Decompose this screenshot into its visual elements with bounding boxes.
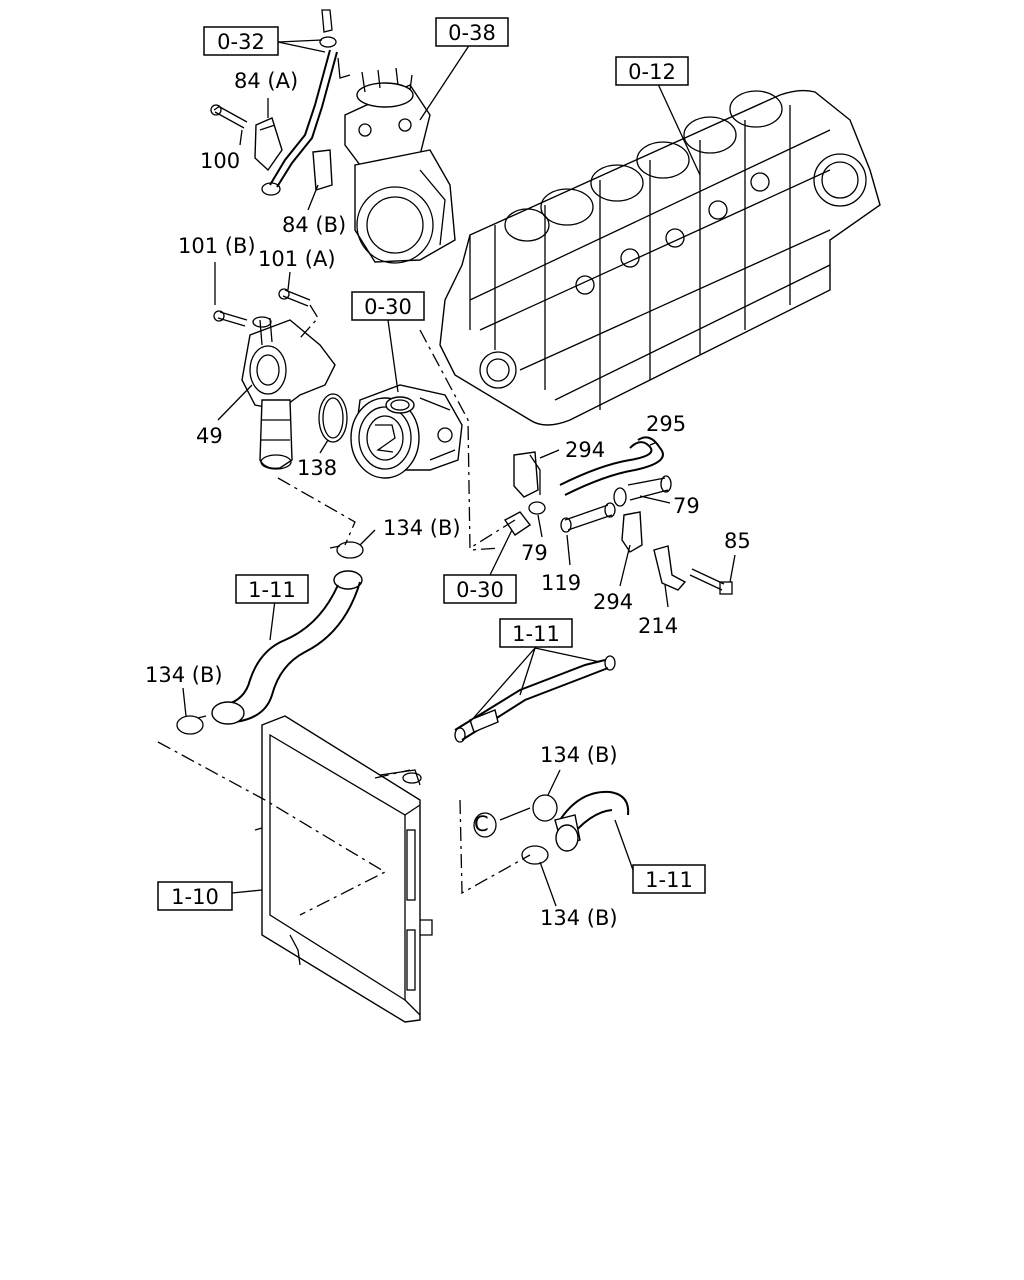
- part-label-294-lower: 294: [593, 590, 633, 614]
- part-label-294-upper: 294: [565, 438, 605, 462]
- ref-box-label: 0-30: [456, 578, 504, 602]
- ref-box-label: 1-11: [512, 622, 560, 646]
- ref-box-0-30-bypass: 0-30: [443, 574, 517, 604]
- part-label-79-left: 79: [521, 541, 548, 565]
- water-outlet-drawing: [213, 288, 336, 470]
- ref-box-0-30-pump: 0-30: [351, 291, 425, 321]
- part-label-100: 100: [200, 149, 240, 173]
- ref-box-1-11-pipe: 1-11: [499, 618, 573, 648]
- ref-box-label: 0-12: [628, 60, 676, 84]
- leader-lines: [157, 39, 736, 916]
- radiator-hoses-drawing: [176, 541, 630, 865]
- ref-box-label: 0-38: [448, 21, 496, 45]
- part-label-295: 295: [646, 412, 686, 436]
- part-label-79-right: 79: [673, 494, 700, 518]
- compressor-pipe-drawing: [261, 9, 351, 196]
- part-label-134b-lower-bottom: 134 (B): [540, 906, 618, 930]
- water-pump-drawing: [350, 384, 463, 479]
- o-ring-138-drawing: [318, 393, 348, 443]
- part-label-101a: 101 (A): [258, 247, 336, 271]
- ref-box-label: 1-11: [645, 868, 693, 892]
- part-label-138: 138: [297, 456, 337, 480]
- part-label-119: 119: [541, 571, 581, 595]
- pipe-clamps-drawing: [210, 104, 333, 191]
- air-compressor-drawing: [344, 67, 456, 264]
- ref-box-1-11-lower: 1-11: [632, 864, 706, 894]
- ref-box-1-11-upper: 1-11: [235, 574, 309, 604]
- ref-box-0-12: 0-12: [615, 56, 689, 86]
- ref-box-0-38: 0-38: [435, 17, 509, 47]
- part-label-84b: 84 (B): [282, 213, 346, 237]
- part-label-134b-pump: 134 (B): [383, 516, 461, 540]
- part-label-49: 49: [196, 424, 223, 448]
- ref-box-label: 1-11: [248, 578, 296, 602]
- ref-box-label: 0-30: [364, 295, 412, 319]
- cylinder-block-drawing: [439, 89, 881, 426]
- part-label-134b-inlet: 134 (B): [145, 663, 223, 687]
- ref-box-label: 0-32: [217, 30, 265, 54]
- ref-box-0-32: 0-32: [203, 26, 279, 56]
- part-label-101b: 101 (B): [178, 234, 256, 258]
- part-label-85: 85: [724, 529, 751, 553]
- bypass-parts-drawing: [419, 329, 733, 595]
- ref-box-1-10: 1-10: [157, 881, 233, 911]
- part-label-134b-lower-top: 134 (B): [540, 743, 618, 767]
- part-label-84a: 84 (A): [234, 69, 298, 93]
- part-label-214: 214: [638, 614, 678, 638]
- ref-box-label: 1-10: [171, 885, 219, 909]
- part-label-c-marker: C: [474, 812, 489, 836]
- radiator-drawing: [254, 715, 433, 1023]
